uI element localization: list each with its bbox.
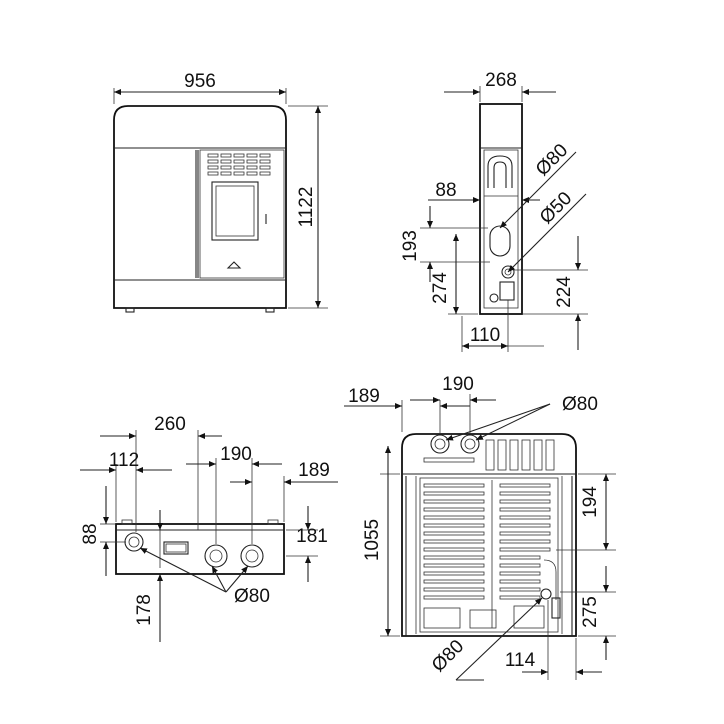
rear-grill [423, 480, 551, 628]
side-outlet-height-dim: 224 [554, 276, 575, 308]
top-view: 260 112 190 189 88 181 178 [80, 414, 338, 642]
rear-height-dim: 1055 [362, 519, 383, 561]
side-view: 268 88 193 274 110 224 Ø80 Ø50 [400, 70, 588, 352]
top-dim-189: 189 [298, 460, 330, 481]
rear-pipe-diameter-bottom: Ø80 [428, 636, 468, 676]
top-dim-181: 181 [296, 526, 328, 547]
rear-dim-189: 189 [348, 386, 380, 407]
top-dim-112: 112 [109, 450, 139, 471]
rear-dim-190: 190 [442, 374, 474, 395]
top-dim-178: 178 [134, 594, 155, 626]
top-pipe-diameter: Ø80 [234, 586, 270, 607]
front-view: 956 1122 [113, 71, 328, 313]
rear-dim-114: 114 [505, 650, 536, 671]
side-flue-height-dim: 193 [400, 230, 421, 262]
rear-view: 189 190 Ø80 1055 194 275 114 [344, 374, 616, 681]
side-inlet-offset-dim: 110 [470, 325, 500, 346]
fire-window [211, 181, 259, 241]
side-flue-offset-dim: 88 [435, 180, 456, 201]
side-inlet-diameter: Ø50 [536, 188, 576, 228]
front-width-dim: 956 [184, 71, 216, 92]
front-height-dim: 1122 [296, 187, 317, 228]
rear-dim-194: 194 [580, 486, 601, 518]
rear-pipe-diameter-top: Ø80 [562, 394, 598, 415]
logo-icon [226, 261, 242, 269]
side-inlet-height-dim: 274 [430, 272, 451, 304]
rear-top-slots [423, 439, 555, 471]
top-dim-88: 88 [80, 523, 101, 544]
top-dim-260: 260 [154, 414, 186, 435]
side-flue-diameter: Ø80 [532, 140, 572, 180]
front-vent-grid [207, 153, 271, 176]
rear-dim-275: 275 [580, 596, 601, 628]
top-dim-190: 190 [220, 444, 252, 465]
side-depth-dim: 268 [485, 70, 517, 91]
